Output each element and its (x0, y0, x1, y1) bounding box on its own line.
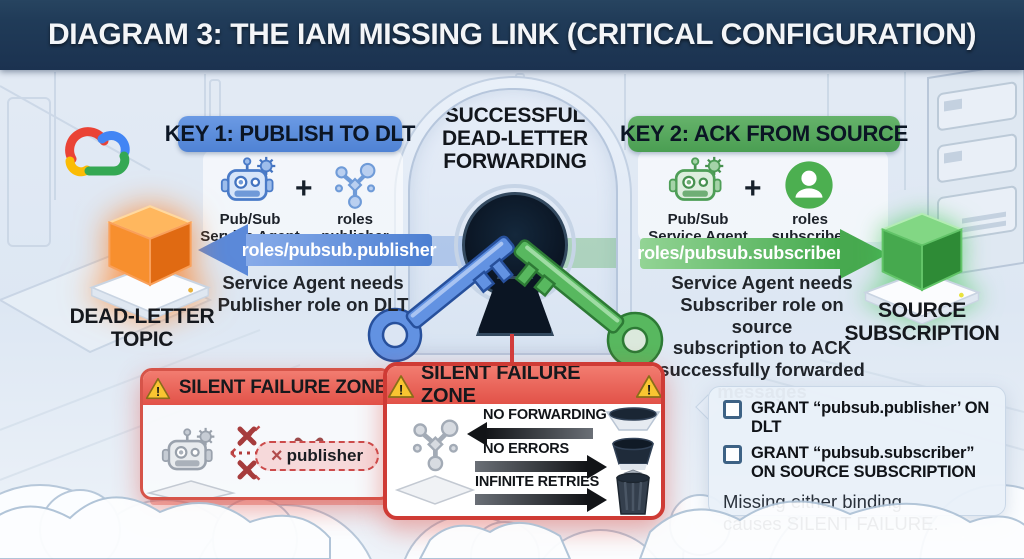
failure-connector-line (510, 334, 514, 368)
blue-key-icon (367, 235, 515, 363)
roles-publisher-icon (328, 158, 382, 212)
zone-left-body: × publisher × subscriber (143, 405, 389, 497)
page-title: DIAGRAM 3: THE IAM MISSING LINK (CRITICA… (47, 18, 977, 51)
no-errors-arrow (475, 461, 587, 472)
arrow-head-right (587, 455, 607, 479)
no-forwarding-label: NO FORWARDING (483, 407, 607, 423)
arrow-head-right (587, 488, 607, 512)
warning-triangle-icon: ! (145, 377, 171, 400)
bucket-icon (611, 437, 655, 470)
zone-left-header: ! SILENT FAILURE ZONE (143, 371, 389, 405)
grant-checklist-panel: GRANT “pubsub.publisher’ ON DLT GRANT “p… (708, 386, 1006, 534)
title-bar: DIAGRAM 3: THE IAM MISSING LINK (CRITICA… (0, 0, 1024, 70)
key2-banner: KEY 2: ACK FROM SOURCE (620, 116, 908, 152)
blackhole-funnel-trash-icons (605, 407, 661, 515)
roles-gray-icon (394, 419, 476, 505)
svg-text:!: ! (399, 381, 404, 397)
no-errors-label: NO ERRORS (483, 441, 570, 457)
arrow-head-left (467, 422, 487, 446)
pubsub-service-agent-icon (220, 156, 278, 214)
plus-sign: + (295, 172, 313, 205)
warning-triangle-icon: ! (387, 374, 415, 398)
roles-subscriber-icon (782, 158, 836, 212)
trash-can-icon (616, 469, 650, 515)
google-cloud-logo-icon (58, 122, 138, 184)
keyhole-panel: SUCCESSFUL DEAD-LETTER FORWARDING (408, 88, 618, 355)
zone-center-body: NO FORWARDING NO ERRORS INFINITE RETRIES (387, 404, 661, 516)
source-subscription-icon (856, 198, 988, 324)
publisher-role-arrow: roles/pubsub.publisher (242, 234, 437, 266)
warning-triangle-icon: ! (635, 374, 661, 398)
publisher-arrow-head (198, 224, 248, 276)
server-rack-icon (927, 61, 1024, 280)
zone-center-header: ! SILENT FAILURE ZONE ! (387, 366, 661, 407)
subscriber-arrow-head (840, 229, 888, 279)
checkbox-icon (723, 444, 742, 464)
publisher-denied-pill: × publisher (255, 441, 379, 471)
subscriber-role-arrow: roles/pubsub.subscriber (637, 238, 843, 269)
infinite-retries-label: INFINITE RETRIES (475, 474, 600, 490)
green-key-icon (513, 239, 664, 369)
checklist-item-2: GRANT “pubsub.subscriber” ON SOURCE SUBS… (723, 444, 993, 482)
silent-failure-zone-left: ! SILENT FAILURE ZONE (140, 368, 392, 500)
dlt-label: DEAD-LETTER TOPIC (69, 305, 215, 351)
source-label: SOURCE SUBSCRIPTION (844, 299, 1000, 345)
pubsub-service-agent-icon-green (668, 156, 726, 214)
checkbox-icon (723, 400, 742, 419)
svg-text:!: ! (647, 381, 652, 397)
key1-banner: KEY 1: PUBLISH TO DLT (165, 116, 416, 152)
plus-sign-2: + (744, 172, 762, 205)
funnel-icon (605, 407, 661, 431)
no-forwarding-arrow (485, 428, 593, 439)
dead-letter-topic-icon (82, 190, 218, 320)
infinite-retries-arrow (475, 494, 587, 505)
key1-note: Service Agent needs Publisher role on DL… (217, 272, 409, 315)
keys-graphic (367, 235, 664, 369)
silent-failure-zone-center: ! SILENT FAILURE ZONE ! NO FORWARDING (383, 362, 665, 520)
x-mark-icon: × (270, 445, 283, 467)
key2-note: Service Agent needs Subscriber role on s… (659, 272, 865, 402)
svg-text:!: ! (156, 383, 160, 398)
x-mark-icon (237, 426, 257, 480)
service-agent-gray-icon (161, 427, 217, 483)
checklist-item-1: GRANT “pubsub.publisher’ ON DLT (723, 399, 993, 437)
checklist-note: Missing either binding causes SILENT FAI… (723, 490, 939, 535)
arch-title: SUCCESSFUL DEAD-LETTER FORWARDING (442, 104, 588, 174)
